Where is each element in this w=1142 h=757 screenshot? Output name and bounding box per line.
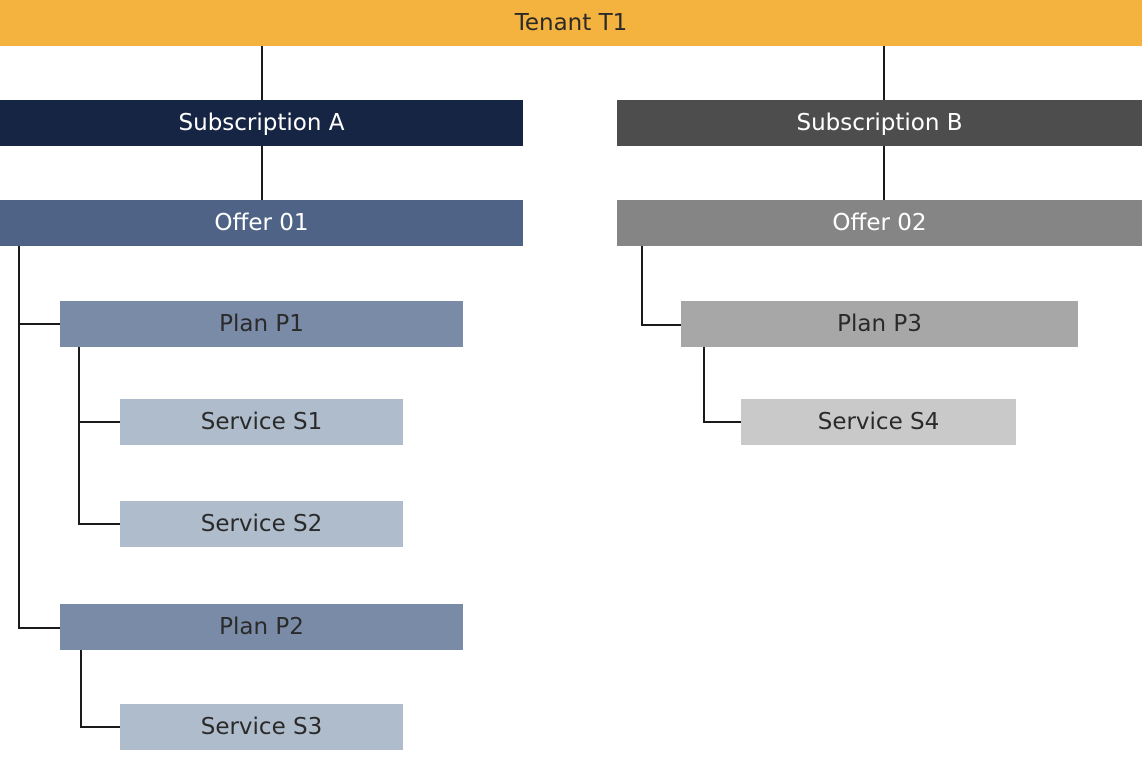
service-s4-node: Service S4 (741, 399, 1016, 445)
connector-tenant-sub-b (883, 46, 885, 100)
service-s2-node: Service S2 (120, 501, 403, 547)
connector-plan-2-svc-3 (80, 726, 120, 728)
tenant-node: Tenant T1 (0, 0, 1142, 46)
service-s3-node: Service S3 (120, 704, 403, 750)
connector-offer-1-plan-1 (18, 323, 60, 325)
plan-p1-node: Plan P1 (60, 301, 463, 347)
service-s3-label: Service S3 (200, 714, 323, 740)
plan-p2-label: Plan P2 (219, 614, 304, 640)
connector-plan-2-trunk (80, 650, 82, 727)
connector-plan-1-svc-2 (78, 523, 120, 525)
plan-p3-node: Plan P3 (681, 301, 1078, 347)
connector-plan-3-svc-4 (703, 421, 741, 423)
connector-offer-2-trunk (641, 246, 643, 325)
plan-p2-node: Plan P2 (60, 604, 463, 650)
plan-p1-label: Plan P1 (219, 311, 304, 337)
connector-sub-b-offer-2 (883, 146, 885, 200)
service-s1-label: Service S1 (200, 409, 323, 435)
connector-offer-1-trunk (18, 246, 20, 628)
offer-01-node: Offer 01 (0, 200, 523, 246)
service-s2-label: Service S2 (200, 511, 323, 537)
plan-p3-label: Plan P3 (837, 311, 922, 337)
connector-offer-1-plan-2 (18, 627, 60, 629)
subscription-a-label: Subscription A (178, 110, 345, 136)
subscription-a-node: Subscription A (0, 100, 523, 146)
service-s4-label: Service S4 (817, 409, 940, 435)
tenant-label: Tenant T1 (514, 10, 628, 36)
offer-02-node: Offer 02 (617, 200, 1142, 246)
offer-02-label: Offer 02 (832, 210, 927, 236)
subscription-b-label: Subscription B (796, 110, 963, 136)
connector-plan-3-trunk (703, 347, 705, 423)
connector-offer-2-plan-3 (641, 324, 681, 326)
connector-plan-1-trunk (78, 347, 80, 524)
offer-01-label: Offer 01 (214, 210, 309, 236)
connector-tenant-sub-a (261, 46, 263, 100)
service-s1-node: Service S1 (120, 399, 403, 445)
connector-sub-a-offer-1 (261, 146, 263, 200)
connector-plan-1-svc-1 (78, 421, 120, 423)
subscription-b-node: Subscription B (617, 100, 1142, 146)
